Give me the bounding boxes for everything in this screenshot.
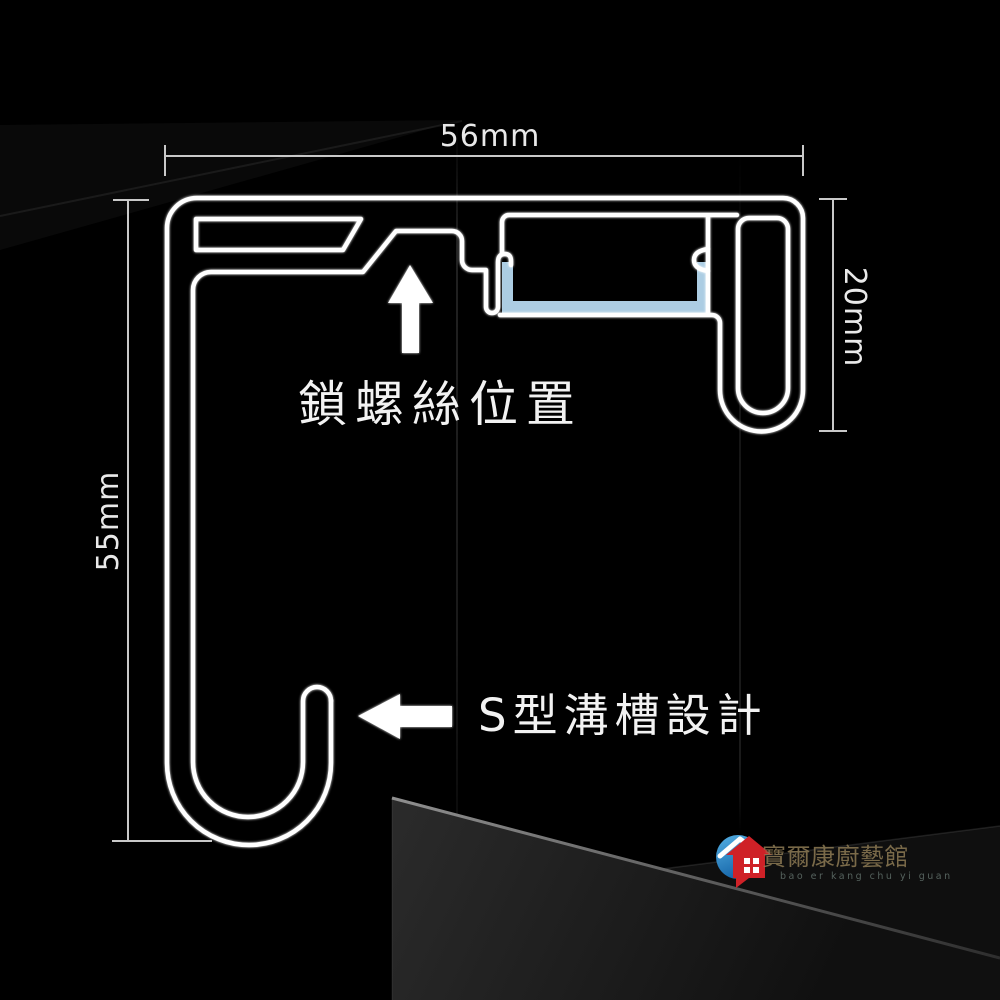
profile-channel-top-wall	[499, 212, 740, 257]
watermark-logo-icon	[716, 835, 772, 888]
dimension-left	[112, 199, 212, 842]
profile-outline	[164, 195, 806, 848]
house-window	[753, 867, 759, 873]
dim-label-height-left: 55mm	[91, 471, 126, 572]
dim-label-height-right: 20mm	[837, 267, 872, 368]
background-edge-bright	[391, 796, 1000, 960]
house-roof	[726, 836, 772, 855]
profile-outer-contour	[164, 195, 806, 848]
background-panel-bottom	[392, 798, 1000, 1000]
profile-channel-right-notch	[691, 246, 711, 274]
dim-label-width: 56mm	[440, 119, 541, 154]
profile-inner-contour	[190, 228, 514, 820]
screw-position-label: 鎖螺絲位置	[298, 376, 583, 433]
house-window	[744, 867, 750, 873]
profile-hook-slot	[735, 215, 791, 416]
profile-fin-slot	[193, 216, 364, 253]
house-window	[753, 858, 759, 864]
dimension-lines	[112, 145, 847, 842]
led-channel-highlight	[502, 262, 708, 313]
watermark-pinyin-text: bao er kang chu yi guan	[780, 871, 953, 882]
up-arrow-icon	[388, 265, 433, 353]
dimension-right	[819, 198, 847, 432]
house-icon	[726, 836, 772, 888]
house-window	[744, 858, 750, 864]
background-edge-top-left	[0, 120, 463, 217]
watermark-brand-text: 寶爾康廚藝館	[762, 843, 909, 871]
left-arrow-icon	[358, 694, 452, 739]
watermark: 寶爾康廚藝館 bao er kang chu yi guan	[716, 835, 953, 888]
s-groove-label: S型溝槽設計	[478, 689, 768, 742]
dimension-top	[164, 145, 804, 176]
